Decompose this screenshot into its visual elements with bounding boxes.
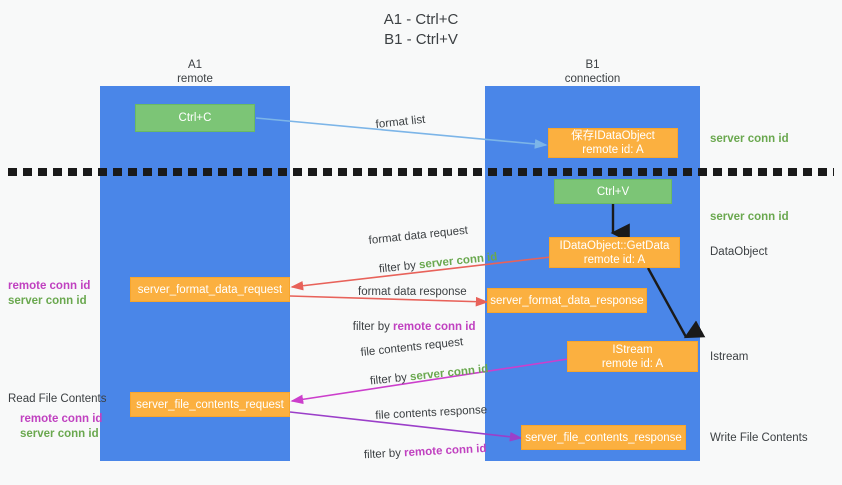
edge-label-file-contents-response: file contents response [375, 404, 488, 422]
annotation-write-file-contents: Write File Contents [710, 432, 808, 444]
filter-prefix-4: filter by [363, 447, 405, 462]
filter-value-remote-conn-id-2: remote conn id [403, 442, 487, 460]
box-server-file-contents-response[interactable]: server_file_contents_response [521, 425, 686, 450]
annotation-server-conn-id-1: server conn id [8, 295, 87, 307]
filter-prefix-3: filter by [369, 371, 411, 388]
annotation-read-file-contents: Read File Contents [8, 393, 107, 405]
edge-label-format-data-response-filter: filter by remote conn id [340, 305, 476, 350]
annotation-server-conn-id-mid: server conn id [710, 211, 789, 223]
annotation-server-conn-id-2: server conn id [20, 428, 99, 440]
edge-label-format-data-response: format data response [358, 286, 467, 298]
filter-value-server-conn-id-1: server conn id [418, 251, 498, 272]
filter-prefix-1: filter by [378, 259, 420, 276]
edge-label-format-list: format list [375, 113, 426, 131]
filter-value-server-conn-id-2: server conn id [409, 363, 489, 384]
box-save-idataobject[interactable]: 保存IDataObject remote id: A [548, 128, 678, 158]
lane-header-b1: B1 connection [564, 59, 621, 85]
annotation-remote-conn-id-1: remote conn id [8, 280, 91, 292]
dashed-divider [8, 168, 834, 176]
edge-label-file-contents-response-filter: filter by remote conn id [350, 427, 488, 479]
annotation-server-conn-id-top: server conn id [710, 133, 789, 145]
filter-prefix-2: filter by [352, 321, 394, 333]
annotation-remote-conn-id-2: remote conn id [20, 413, 103, 425]
lane-header-a1: A1 remote [177, 59, 213, 85]
page-title: A1 - Ctrl+C B1 - Ctrl+V [383, 11, 459, 48]
box-istream[interactable]: IStream remote id: A [567, 341, 698, 372]
box-ctrl-v[interactable]: Ctrl+V [554, 179, 672, 204]
box-server-format-data-response[interactable]: server_format_data_response [487, 288, 647, 313]
box-idataobject-getdata[interactable]: IDataObject::GetData remote id: A [549, 237, 680, 268]
filter-value-remote-conn-id-1: remote conn id [393, 321, 476, 333]
box-server-format-data-request[interactable]: server_format_data_request [130, 277, 290, 302]
annotation-istream: Istream [710, 351, 749, 363]
box-server-file-contents-request[interactable]: server_file_contents_request [130, 392, 290, 417]
annotation-dataobject: DataObject [710, 246, 768, 258]
box-ctrl-c[interactable]: Ctrl+C [135, 104, 255, 132]
